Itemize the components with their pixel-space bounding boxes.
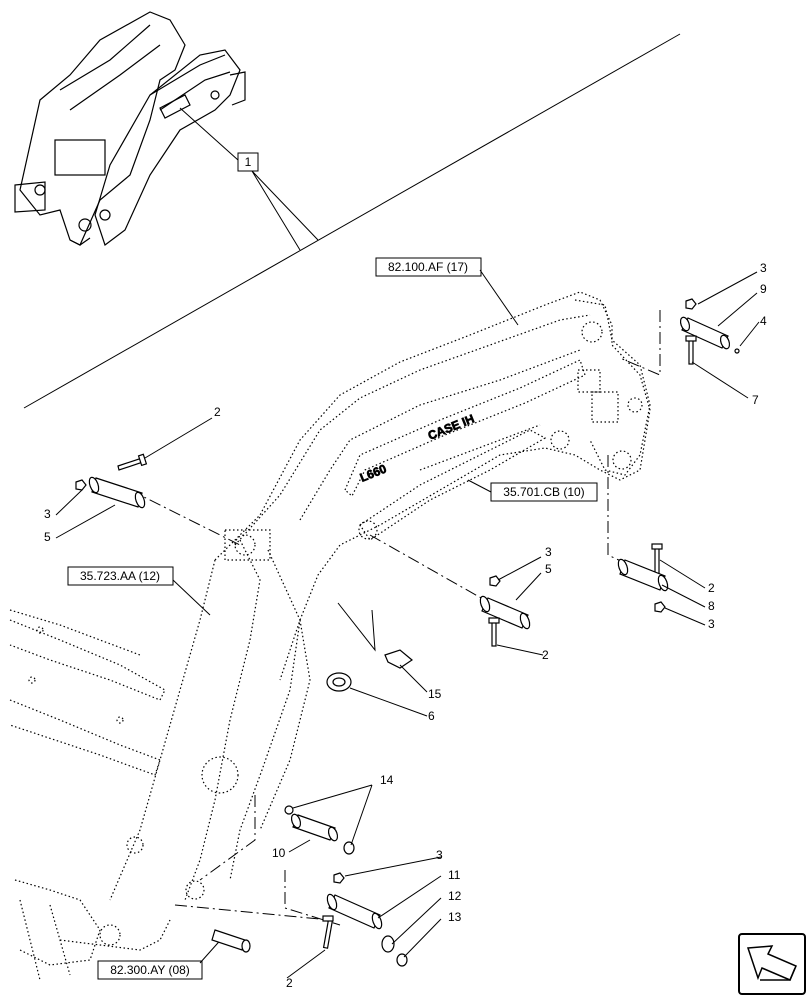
pin-11[interactable] xyxy=(326,893,384,930)
callout-4: 4 xyxy=(760,314,767,328)
callout-15: 15 xyxy=(428,687,442,701)
pin-right[interactable] xyxy=(617,558,670,592)
next-page-arrow-icon[interactable] xyxy=(738,933,806,995)
callout-3-right: 3 xyxy=(708,617,715,631)
ref-box-1[interactable]: 1 xyxy=(237,152,259,172)
leader-hydraulic-cylinder xyxy=(467,479,492,493)
nut-bottom[interactable] xyxy=(333,872,345,884)
callout-11: 11 xyxy=(448,868,461,882)
callout-3-bottom: 3 xyxy=(436,848,443,862)
shim-15[interactable] xyxy=(384,649,414,669)
spacer-12[interactable] xyxy=(381,935,395,953)
callout-2-mid: 2 xyxy=(542,648,549,662)
svg-text:82.300.AY (08): 82.300.AY (08) xyxy=(110,963,190,977)
svg-text:35.723.AA (12): 35.723.AA (12) xyxy=(80,569,160,583)
callout-14: 14 xyxy=(380,773,394,787)
centerline-bottom xyxy=(174,904,331,921)
pin-bucket-linkage[interactable] xyxy=(211,929,251,953)
centerline-top-right xyxy=(619,310,661,376)
pin-left[interactable] xyxy=(88,476,147,509)
pin-mid[interactable] xyxy=(479,595,532,630)
ref-box-boom-cylinder[interactable]: 35.723.AA (12) xyxy=(67,566,174,586)
svg-text:82.100.AF (17): 82.100.AF (17) xyxy=(388,260,468,274)
svg-text:1: 1 xyxy=(245,155,252,169)
callout-2-bottom: 2 xyxy=(286,976,293,990)
ref-box-loader-arm[interactable]: 82.100.AF (17) xyxy=(375,257,482,277)
callout-13: 13 xyxy=(448,910,462,924)
callout-12: 12 xyxy=(448,889,462,903)
leader-loader-arm xyxy=(479,269,519,326)
washer-6-hole xyxy=(332,677,346,687)
callout-10: 10 xyxy=(272,846,286,860)
callout-5-left: 5 xyxy=(44,530,51,544)
shim-indicator xyxy=(337,602,376,652)
nut-mid[interactable] xyxy=(489,575,501,587)
callout-3-mid: 3 xyxy=(545,545,552,559)
centerline-right-pin xyxy=(607,455,641,571)
callout-labels: 3 9 4 7 2 3 5 3 5 2 2 8 3 15 6 14 10 3 1… xyxy=(44,261,767,990)
brand-decal: CASE IH xyxy=(426,412,476,443)
nut-top-right[interactable] xyxy=(685,298,697,310)
callout-2-left: 2 xyxy=(214,405,221,419)
callout-2-right: 2 xyxy=(708,581,715,595)
leader-boom-cylinder xyxy=(172,579,211,616)
callout-7: 7 xyxy=(752,393,759,407)
centerline-pin-11 xyxy=(284,870,341,926)
callout-3-left: 3 xyxy=(44,507,51,521)
callout-9: 9 xyxy=(760,282,767,296)
ref-box-hydraulic-cylinder[interactable]: 35.701.CB (10) xyxy=(490,482,598,502)
svg-text:35.701.CB (10): 35.701.CB (10) xyxy=(503,485,584,499)
washer-6[interactable] xyxy=(326,672,352,692)
clip-14-b[interactable] xyxy=(343,841,355,855)
pin-top-right[interactable] xyxy=(679,316,731,350)
centerline-pin-10 xyxy=(199,795,256,881)
callout-8: 8 xyxy=(708,599,715,613)
bolt-left[interactable] xyxy=(117,453,148,471)
callout-5-mid: 5 xyxy=(545,562,552,576)
nut-left[interactable] xyxy=(75,479,87,491)
divider-line xyxy=(23,33,681,409)
ref-1-leaders xyxy=(179,107,319,251)
ref-box-bucket-linkage[interactable]: 82.300.AY (08) xyxy=(97,960,203,980)
bolt-mid[interactable] xyxy=(488,617,500,647)
bolt-bottom[interactable] xyxy=(322,915,334,949)
loader-arm: CASE IH L660 xyxy=(9,291,651,981)
callout-3-top: 3 xyxy=(760,261,767,275)
loader-thumbnail xyxy=(14,11,246,246)
bolt-top-right[interactable] xyxy=(685,335,697,365)
centerline-left-pin xyxy=(129,489,241,546)
callout-6: 6 xyxy=(428,709,435,723)
clip-14-a[interactable] xyxy=(284,805,294,815)
clip-top-right[interactable] xyxy=(734,348,740,354)
callout-leaders xyxy=(55,271,760,979)
pin-10[interactable] xyxy=(290,813,339,842)
nut-right[interactable] xyxy=(654,601,666,613)
model-decal: L660 xyxy=(358,461,389,484)
